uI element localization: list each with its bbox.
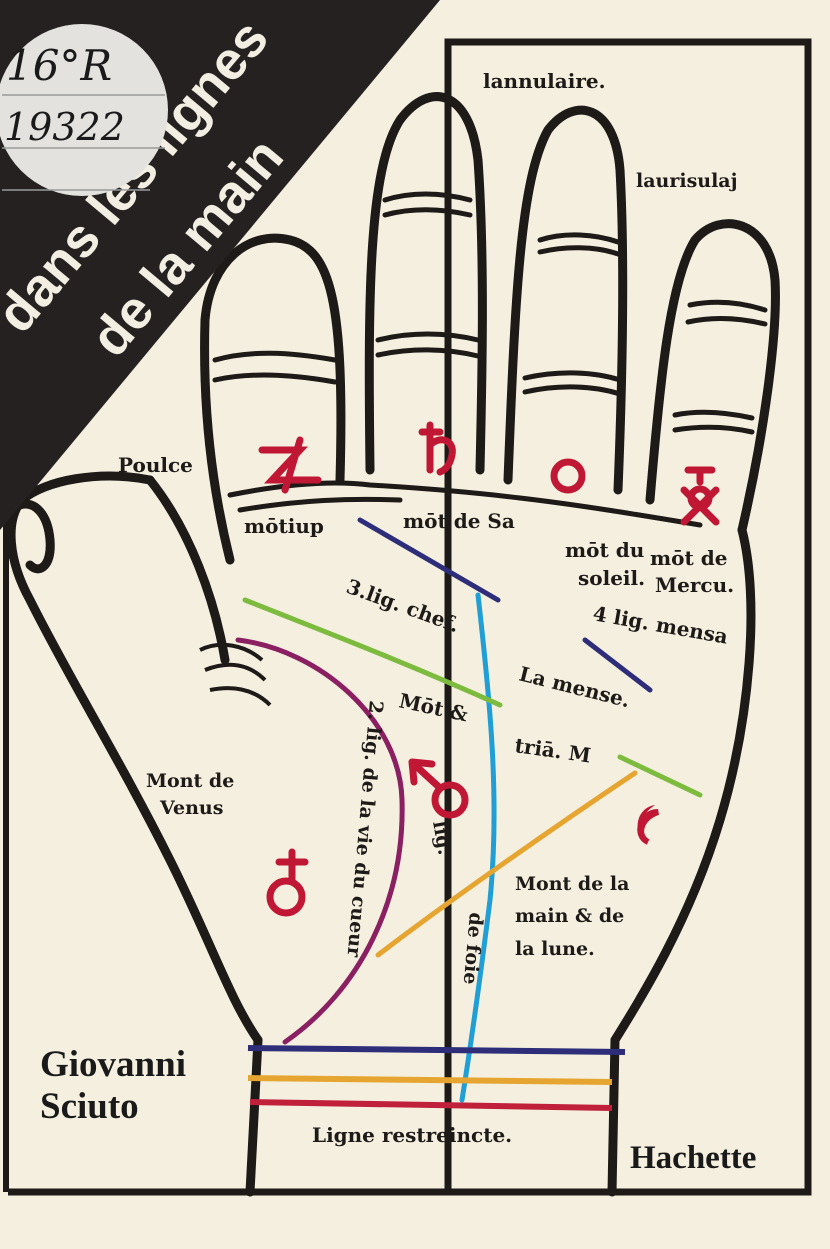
wrist-bands	[247, 1045, 626, 1111]
label-ligne-mensa: 4 lig. mensa	[591, 601, 730, 648]
label-mont-triangle-2: triā. M	[513, 733, 592, 767]
thumb-creases	[199, 642, 272, 707]
author-first-name: Giovanni	[40, 1044, 186, 1085]
stamp-disc	[0, 24, 168, 196]
line-saturn	[357, 517, 501, 603]
label-mont-lune-2: main & de	[515, 905, 624, 927]
stamp-line-2: 19322	[4, 105, 125, 149]
hand-outline	[6, 92, 780, 1197]
label-auriculaire: laurisulaj	[636, 170, 738, 192]
library-stamp: 16°R 19322	[0, 24, 168, 196]
stamp-line-1: 16°R	[6, 41, 112, 90]
label-mont-triangle-1: Mōt &	[397, 688, 470, 726]
moon-symbol	[637, 809, 660, 845]
band-navy	[247, 1045, 626, 1055]
label-mont-lune-1: Mont de la	[515, 873, 629, 895]
line-heart	[375, 770, 638, 958]
moon-fill	[637, 805, 655, 844]
label-mont-lune-3: la lune.	[515, 938, 595, 960]
saturn-symbol	[418, 421, 456, 476]
jupiter-symbol	[258, 436, 322, 494]
label-ligne-restreinte: Ligne restreincte.	[312, 1123, 512, 1147]
label-mont-mercure-1: mōt de	[650, 546, 727, 570]
mars-symbol	[408, 758, 469, 819]
mercury-symbol	[680, 466, 720, 526]
line-liver	[459, 592, 497, 1103]
line-head	[242, 597, 503, 708]
venus-symbol	[266, 848, 309, 917]
line-life	[235, 637, 405, 1045]
planet-symbols	[258, 421, 720, 917]
finger-creases	[212, 191, 768, 528]
palm-lines	[235, 517, 703, 1103]
label-poulce: Poulce	[118, 453, 193, 477]
line-head-end	[617, 754, 703, 798]
label-mont-mercure-2: Mercu.	[655, 573, 734, 597]
author-name: Giovanni Sciuto	[40, 1044, 186, 1128]
label-mont-soleil-2: soleil.	[578, 566, 645, 590]
label-mont-jupiter: mōtiup	[244, 514, 324, 538]
label-mont-venus-1: Mont de	[146, 770, 234, 792]
label-annulaire: lannulaire.	[483, 69, 606, 93]
band-orange	[247, 1075, 613, 1085]
author-last-name: Sciuto	[40, 1086, 139, 1127]
sun-symbol	[550, 458, 586, 494]
line-mensa	[582, 637, 653, 693]
label-mont-soleil-1: mōt du	[565, 538, 644, 562]
publisher-name: Hachette	[630, 1140, 757, 1176]
band-red	[249, 1099, 613, 1111]
label-mont-saturne: mōt de Sa	[403, 509, 515, 533]
label-mont-venus-2: Venus	[159, 797, 223, 819]
label-lig: lig.	[428, 819, 456, 857]
label-la-mense: La mense.	[517, 662, 633, 713]
